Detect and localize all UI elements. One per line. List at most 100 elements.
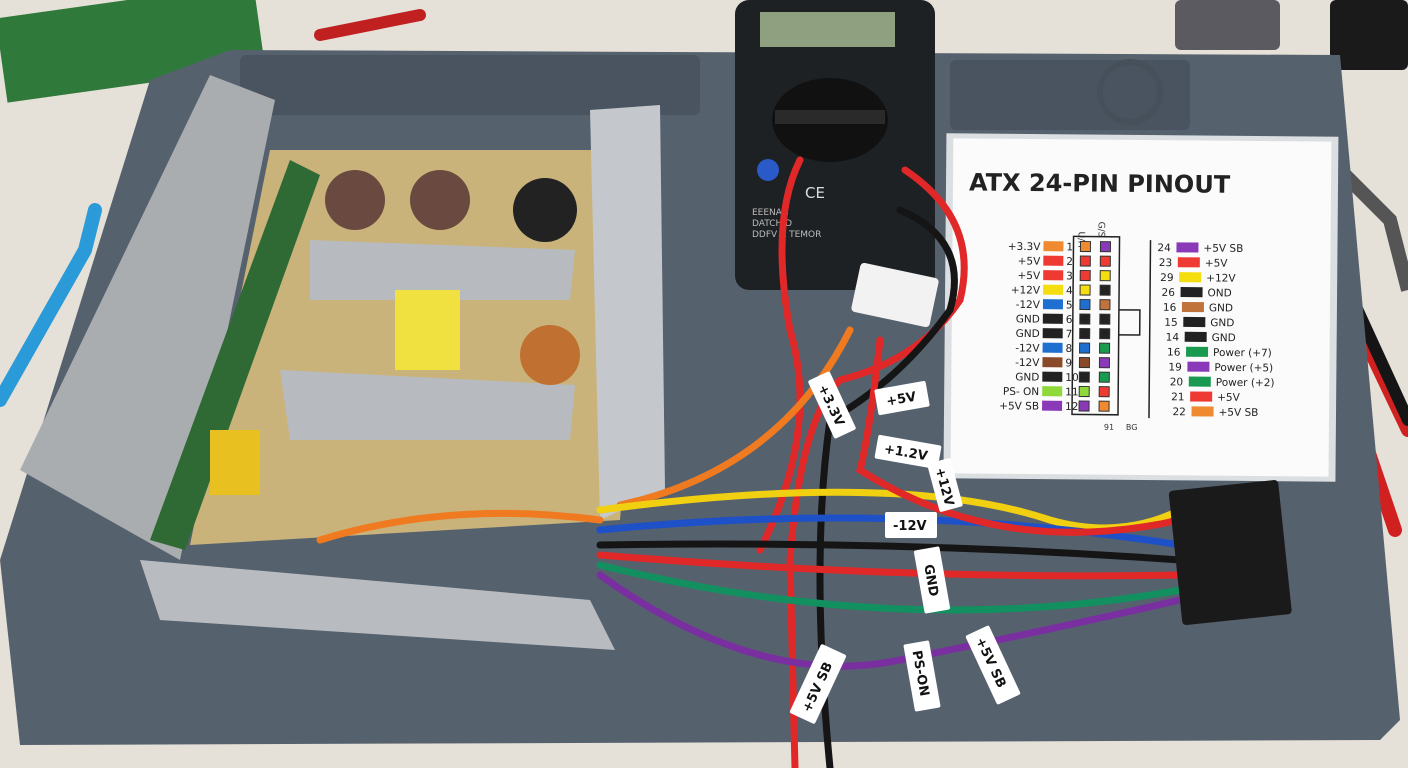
pin-number: 10 <box>1065 372 1078 384</box>
black-box <box>1330 0 1408 70</box>
brand-line: DATCH D <box>752 219 792 229</box>
pin-color-swatch <box>1043 270 1064 281</box>
pin-row-right: 24+5V SB <box>1157 242 1243 255</box>
pin-socket <box>1079 269 1091 282</box>
card-footer: 91 <box>1104 423 1114 432</box>
pin-color-swatch <box>1176 242 1199 253</box>
pin-label: +5V SB <box>999 400 1039 412</box>
pin-socket <box>1099 299 1111 311</box>
pin-number: 8 <box>1066 343 1073 355</box>
pin-socket <box>1098 357 1110 369</box>
pin-color-swatch <box>1184 331 1207 342</box>
probe-lead-red <box>786 166 968 768</box>
pin-socket <box>1078 371 1090 383</box>
pin-color-swatch <box>1042 342 1063 353</box>
pin-socket <box>1078 385 1090 398</box>
pin-socket <box>1099 270 1111 282</box>
pin-number: 7 <box>1066 328 1073 340</box>
pin-label: -12V <box>1015 342 1040 354</box>
col-header: G/S <box>1096 222 1106 238</box>
molex-connector <box>851 262 939 328</box>
pin-number: 22 <box>1172 406 1185 418</box>
pin-socket <box>1099 342 1111 354</box>
psu-open-case <box>20 75 665 650</box>
wire-tag: +5V <box>885 390 917 410</box>
yellow-capacitor <box>210 430 260 495</box>
pin-socket <box>1099 241 1112 253</box>
probe-lead-black <box>816 206 958 768</box>
capacitor <box>325 170 385 230</box>
wire-red <box>596 551 1184 580</box>
pin-number: 16 <box>1167 347 1181 359</box>
pin-color-swatch <box>1043 284 1064 295</box>
pin-row-right: 21+5V <box>1171 391 1241 404</box>
wire-red-2 <box>855 336 1184 536</box>
brand-line: DDFV A TEMOR <box>752 230 821 240</box>
pin-number: 5 <box>1066 299 1073 311</box>
pin-number: 20 <box>1170 376 1183 388</box>
pin-socket <box>1079 313 1091 325</box>
pin-color-swatch <box>1187 361 1210 372</box>
pin-label: +5V SB <box>1218 407 1258 419</box>
pin-socket <box>1079 342 1091 354</box>
pin-number: 29 <box>1160 272 1173 284</box>
pin-label: +5V SB <box>1203 243 1243 255</box>
pin-label: +5V <box>1217 392 1241 404</box>
pin-label: +5V <box>1017 270 1041 282</box>
pin-row-left: +5V 3 <box>1017 269 1111 282</box>
probe-lead-red-2 <box>756 156 804 554</box>
pin-label: GND <box>1016 328 1040 340</box>
pin-color-swatch <box>1190 391 1213 402</box>
pin-number: 26 <box>1162 287 1176 299</box>
wire-orange <box>616 326 854 509</box>
connector-diagram <box>1071 235 1121 416</box>
pin-label: GND <box>1210 317 1234 329</box>
pin-socket <box>1099 313 1111 325</box>
pin-number: 6 <box>1066 314 1073 326</box>
pin-number: 15 <box>1164 317 1177 329</box>
psu-daughterboard <box>150 160 320 550</box>
wire-green <box>596 561 1184 614</box>
pin-color-swatch <box>1042 386 1063 397</box>
pin-color-swatch <box>1042 371 1063 382</box>
mat-tray <box>240 55 700 115</box>
pin-number: 3 <box>1066 270 1073 282</box>
pin-socket <box>1079 298 1091 311</box>
wire-purple <box>596 571 1184 670</box>
pin-color-swatch <box>1191 406 1214 417</box>
pin-color-swatch <box>1180 287 1203 298</box>
wire-tag: GND <box>920 563 940 598</box>
pin-socket <box>1079 255 1091 267</box>
pin-label: Power (+5) <box>1214 362 1273 375</box>
pin-label: +12V <box>1206 272 1236 284</box>
pin-number: 2 <box>1066 256 1073 268</box>
screwdriver <box>314 9 426 41</box>
pin-socket <box>1099 255 1111 267</box>
capacitor <box>410 170 470 230</box>
pin-label: +5V <box>1205 257 1229 269</box>
heatsink <box>280 370 575 440</box>
psu-side-panel <box>20 75 275 560</box>
pin-label: +12V <box>1011 284 1041 296</box>
wire-tag: -12V <box>893 519 927 534</box>
pin-row-right: 29 +12V <box>1160 272 1236 285</box>
pin-row-right: 23+5V <box>1159 257 1229 270</box>
pin-socket <box>1078 356 1091 369</box>
pin-socket <box>1099 328 1111 340</box>
psu-bottom-panel <box>140 560 615 650</box>
pin-socket <box>1079 284 1091 296</box>
